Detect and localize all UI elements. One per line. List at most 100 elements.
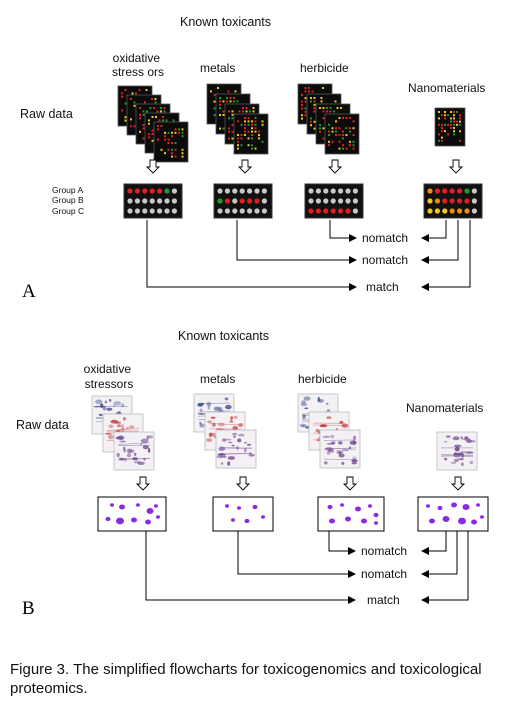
microarray-spot bbox=[438, 111, 440, 113]
microarray-spot bbox=[304, 114, 307, 117]
microarray-spot bbox=[441, 136, 443, 139]
panel-a-down-arrows bbox=[145, 159, 464, 174]
gel-spot bbox=[339, 420, 344, 424]
microarray-spot bbox=[210, 90, 212, 93]
gel-spot bbox=[454, 458, 459, 462]
expression-spot bbox=[315, 198, 321, 204]
microarray-spot bbox=[338, 134, 341, 136]
microarray-spot bbox=[301, 104, 303, 106]
panel-b-result-1: nomatch bbox=[361, 544, 407, 558]
gel-spot bbox=[207, 420, 213, 423]
microarray-spot bbox=[154, 98, 157, 100]
microarray-spot bbox=[453, 133, 455, 136]
panel-a-oxidative-line2: stress ors bbox=[112, 65, 164, 79]
microarray-spot bbox=[163, 107, 166, 109]
expression-spot bbox=[157, 188, 163, 194]
protein-pattern-box bbox=[97, 496, 167, 532]
microarray-spot bbox=[174, 142, 177, 144]
expression-spot bbox=[323, 208, 329, 214]
microarray-spot bbox=[304, 90, 307, 93]
microarray-spot bbox=[155, 116, 157, 118]
microarray-spot bbox=[181, 131, 184, 134]
microarray-spot bbox=[304, 87, 307, 89]
expression-spot bbox=[464, 198, 470, 204]
microarray-spot bbox=[301, 117, 303, 120]
expression-spot bbox=[239, 198, 245, 204]
panel-b-line-nano-1 bbox=[421, 531, 447, 555]
microarray-spot bbox=[219, 100, 221, 103]
microarray-spot bbox=[328, 140, 330, 143]
microarray-spot bbox=[447, 133, 449, 136]
microarray-spot bbox=[237, 134, 239, 136]
gel-streak bbox=[440, 454, 474, 456]
panel-b: Known toxicants oxidative stressors meta… bbox=[16, 329, 489, 619]
microarray-spot bbox=[328, 130, 330, 133]
down-arrow-icon bbox=[135, 476, 151, 491]
expression-spot bbox=[330, 198, 336, 204]
panel-a-group-label-metals: metals bbox=[200, 61, 235, 75]
microarray-spot bbox=[138, 89, 141, 91]
panel-a-microarray-stack-metals bbox=[206, 83, 269, 155]
microarray-spot bbox=[181, 148, 184, 151]
gel-spot bbox=[137, 461, 145, 465]
gel-spot bbox=[341, 461, 345, 465]
gel-spot bbox=[117, 424, 121, 428]
gel-spot bbox=[113, 401, 122, 406]
microarray-spot bbox=[304, 107, 307, 110]
expression-spot bbox=[457, 188, 463, 194]
microarray-spot bbox=[174, 131, 177, 134]
gel-spot bbox=[227, 461, 231, 466]
gel-spot bbox=[140, 443, 143, 446]
microarray-spot bbox=[174, 128, 177, 131]
gel-spot bbox=[303, 396, 311, 401]
microarray-spot bbox=[237, 140, 239, 143]
expression-spot bbox=[471, 188, 477, 194]
microarray-spot bbox=[249, 110, 251, 113]
microarray-spot bbox=[310, 100, 312, 103]
gel-spot bbox=[443, 440, 448, 443]
gel-spot bbox=[236, 446, 239, 450]
microarray-spot bbox=[244, 117, 246, 119]
microarray-spot bbox=[450, 127, 452, 129]
gel-streak bbox=[219, 447, 253, 450]
expression-spot bbox=[442, 198, 448, 204]
gel-streak bbox=[219, 446, 253, 449]
down-arrow-icon bbox=[342, 476, 358, 491]
microarray-spot bbox=[450, 123, 452, 126]
expression-spot bbox=[323, 188, 329, 194]
panel-b-heading: Known toxicants bbox=[178, 329, 269, 343]
microarray-spot bbox=[174, 155, 177, 158]
expression-spot bbox=[149, 188, 155, 194]
gel-streak bbox=[323, 447, 357, 450]
microarray-spot bbox=[459, 139, 461, 142]
expression-spot bbox=[217, 198, 223, 204]
microarray-spot bbox=[231, 124, 234, 126]
protein-pattern-box bbox=[212, 496, 274, 532]
protein-spot bbox=[136, 503, 140, 507]
microarray-spot bbox=[237, 120, 239, 123]
gel-spot bbox=[120, 427, 125, 432]
protein-pattern-box bbox=[317, 496, 385, 532]
gel-spot bbox=[142, 445, 149, 450]
gel-spot bbox=[466, 439, 472, 444]
microarray-spot bbox=[247, 130, 250, 133]
microarray-spot bbox=[310, 97, 312, 99]
microarray-spot bbox=[153, 107, 155, 109]
microarray-spot bbox=[310, 120, 312, 123]
microarray-spot bbox=[142, 124, 145, 126]
expression-spot bbox=[471, 208, 477, 214]
microarray-spot bbox=[142, 110, 145, 113]
gel-spot bbox=[218, 406, 223, 412]
microarray-spot bbox=[219, 97, 221, 99]
protein-spot bbox=[145, 519, 151, 525]
expression-spot bbox=[352, 208, 358, 214]
microarray-spot bbox=[333, 110, 335, 113]
gel-spot bbox=[210, 432, 216, 436]
microarray-spot bbox=[130, 118, 132, 121]
protein-spot bbox=[368, 504, 372, 508]
gel-spot bbox=[221, 462, 224, 465]
protein-spot bbox=[451, 502, 457, 508]
microarray-spot bbox=[124, 102, 127, 105]
microarray-spot bbox=[450, 117, 452, 120]
microarray-spot bbox=[167, 142, 170, 144]
